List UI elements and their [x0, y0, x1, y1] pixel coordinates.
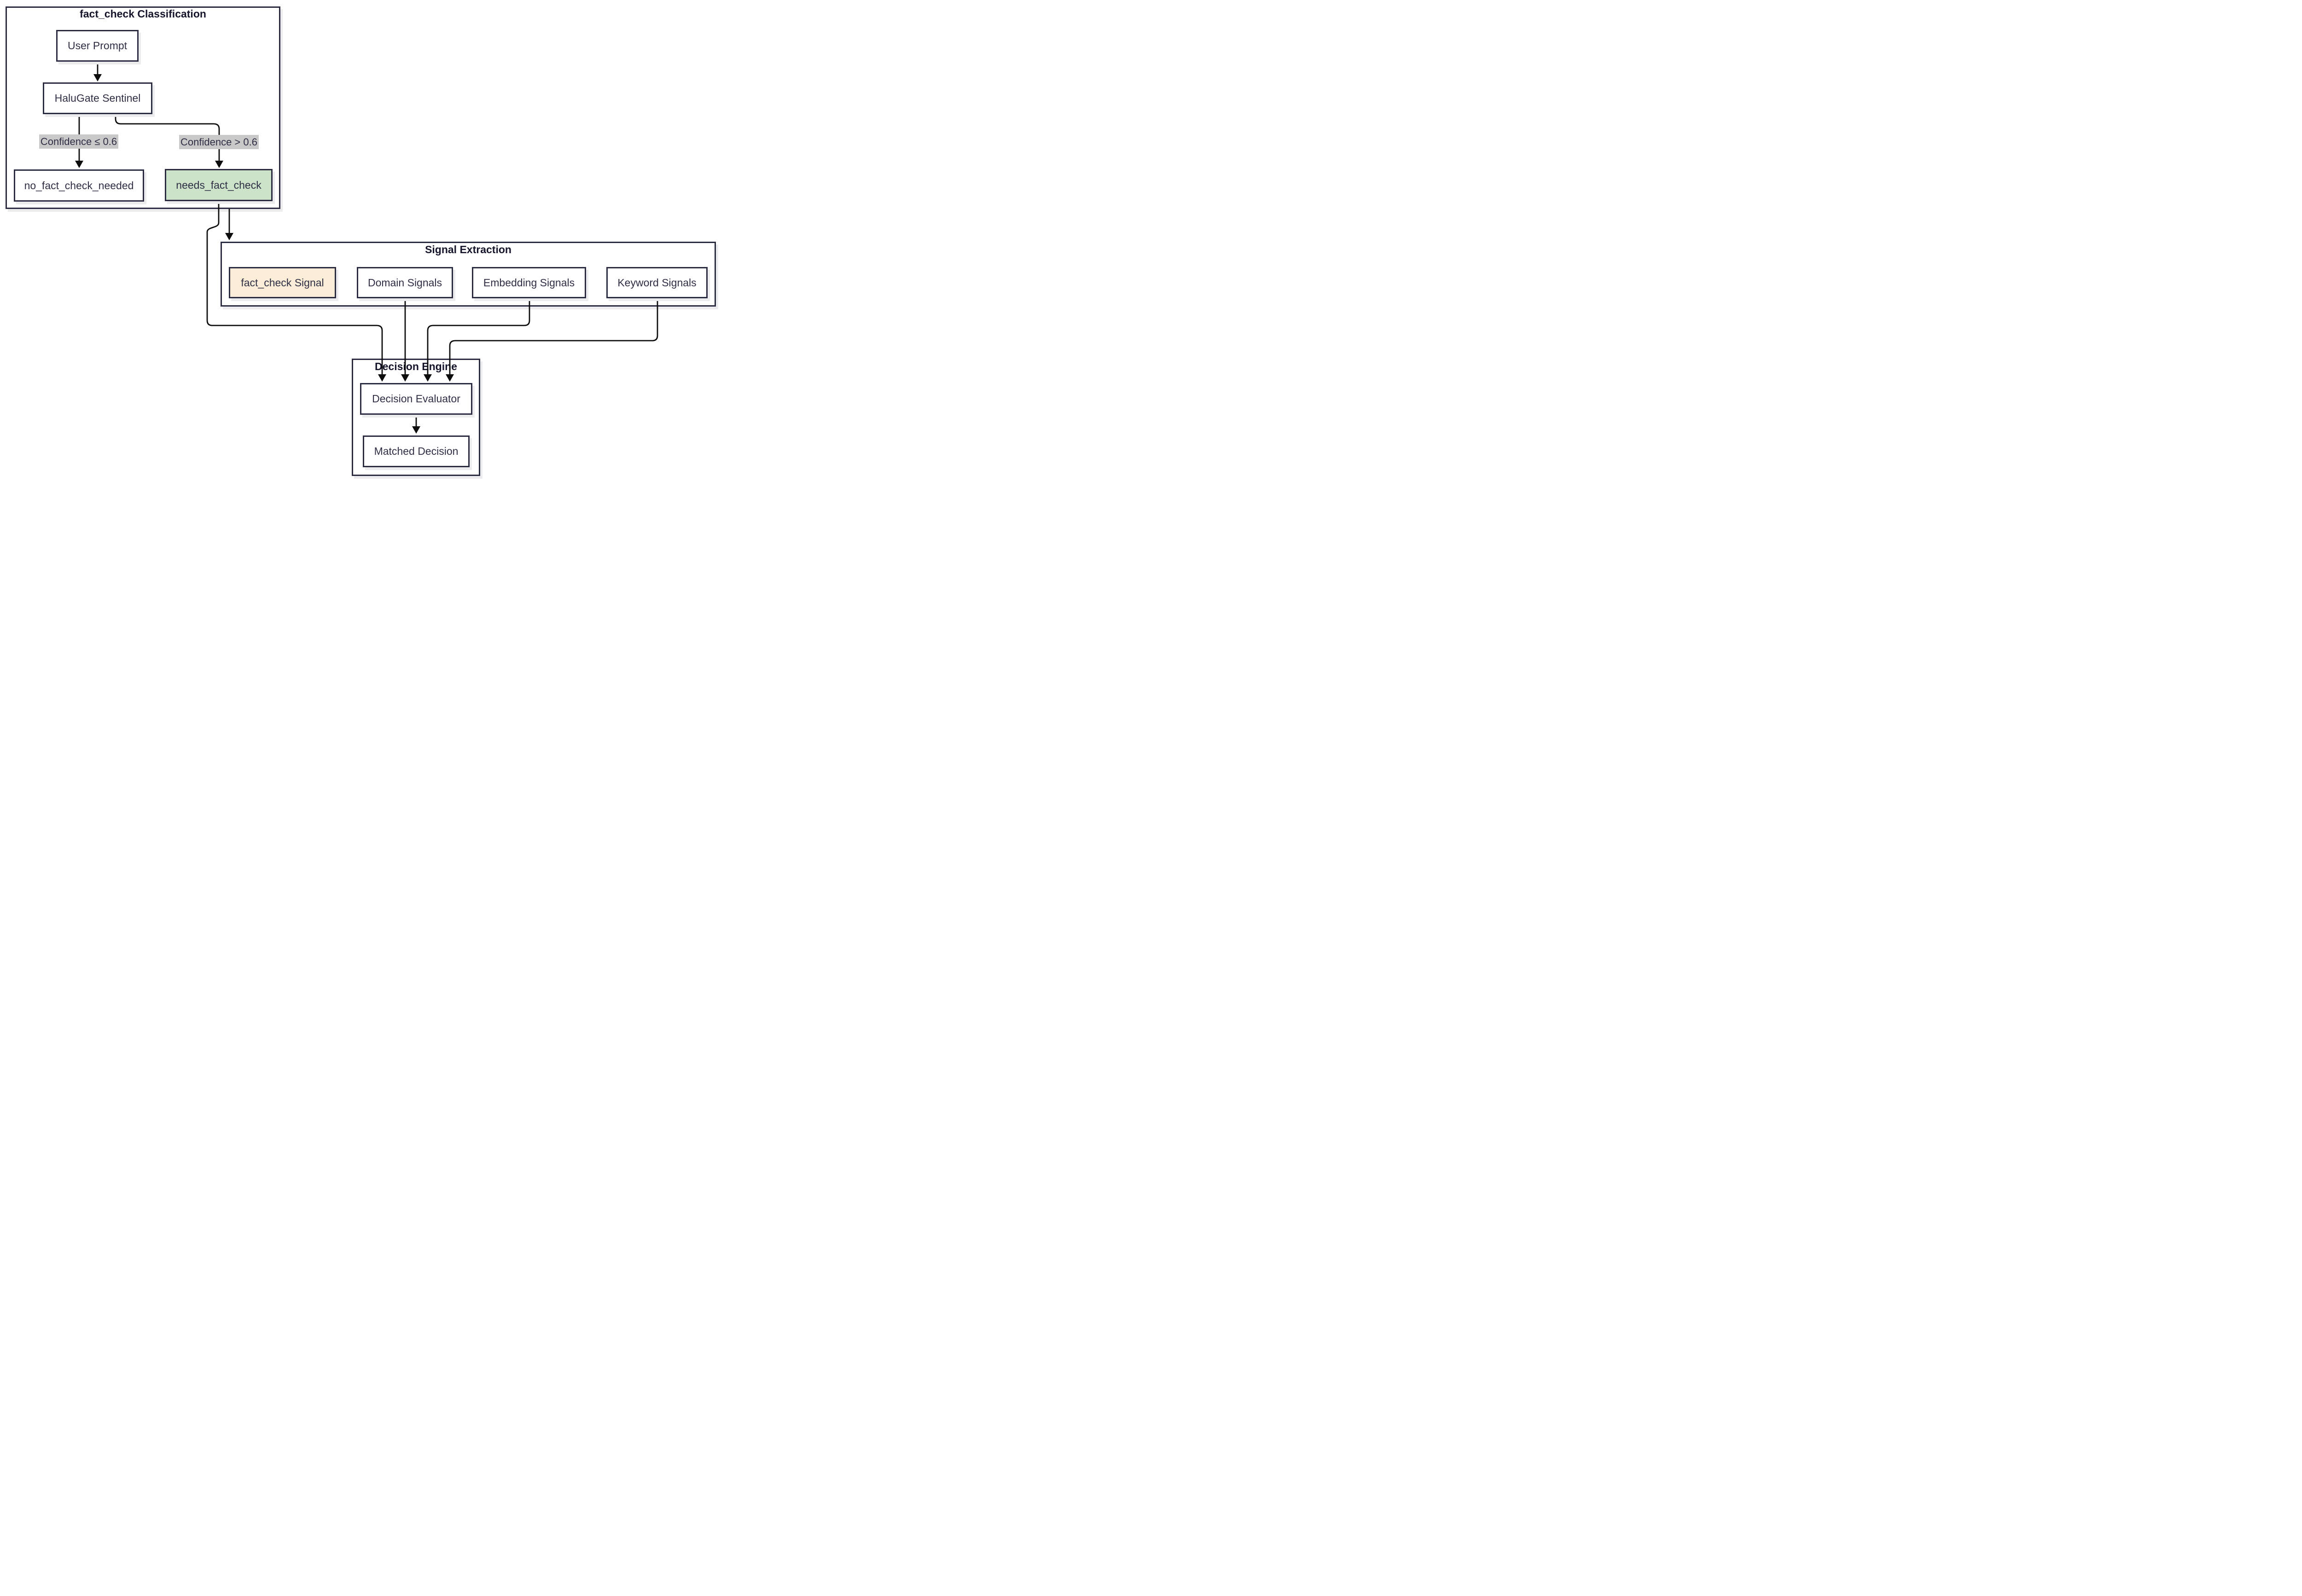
node-label: HaluGate Sentinel [54, 92, 141, 104]
node-fact-check-signal: fact_check Signal [229, 267, 336, 298]
node-decision-evaluator: Decision Evaluator [360, 383, 472, 415]
node-keyword-signals: Keyword Signals [606, 267, 708, 298]
node-halugate-sentinel: HaluGate Sentinel [43, 82, 152, 114]
node-no-fact-check-needed: no_fact_check_needed [14, 169, 144, 202]
node-embedding-signals: Embedding Signals [472, 267, 586, 298]
node-label: User Prompt [67, 40, 128, 52]
node-needs-fact-check: needs_fact_check [165, 169, 273, 201]
node-domain-signals: Domain Signals [357, 267, 453, 298]
edge-label-confidence-high: Confidence > 0.6 [179, 135, 259, 149]
edge-label-confidence-low: Confidence ≤ 0.6 [39, 134, 118, 149]
flowchart-diagram: fact_check Classification Signal Extract… [0, 0, 722, 481]
node-label: Matched Decision [374, 445, 459, 457]
cluster-title-fact-check-classification: fact_check Classification [80, 8, 206, 20]
edge-label-text: Confidence ≤ 0.6 [40, 135, 117, 147]
node-user-prompt: User Prompt [56, 30, 139, 62]
node-label: fact_check Signal [241, 276, 324, 289]
arrowhead-icon [225, 233, 233, 240]
node-matched-decision: Matched Decision [363, 435, 470, 467]
cluster-title-decision-engine: Decision Engine [375, 360, 457, 372]
node-label: Embedding Signals [483, 276, 575, 289]
edge-label-text: Confidence > 0.6 [180, 136, 257, 148]
node-label: Domain Signals [367, 276, 442, 289]
node-label: no_fact_check_needed [24, 179, 134, 192]
edge-needs-fact-check-to-signal-extraction [225, 209, 233, 240]
cluster-title-signal-extraction: Signal Extraction [425, 244, 512, 255]
node-label: Decision Evaluator [372, 393, 460, 405]
node-label: needs_fact_check [176, 179, 262, 191]
node-label: Keyword Signals [617, 276, 697, 289]
